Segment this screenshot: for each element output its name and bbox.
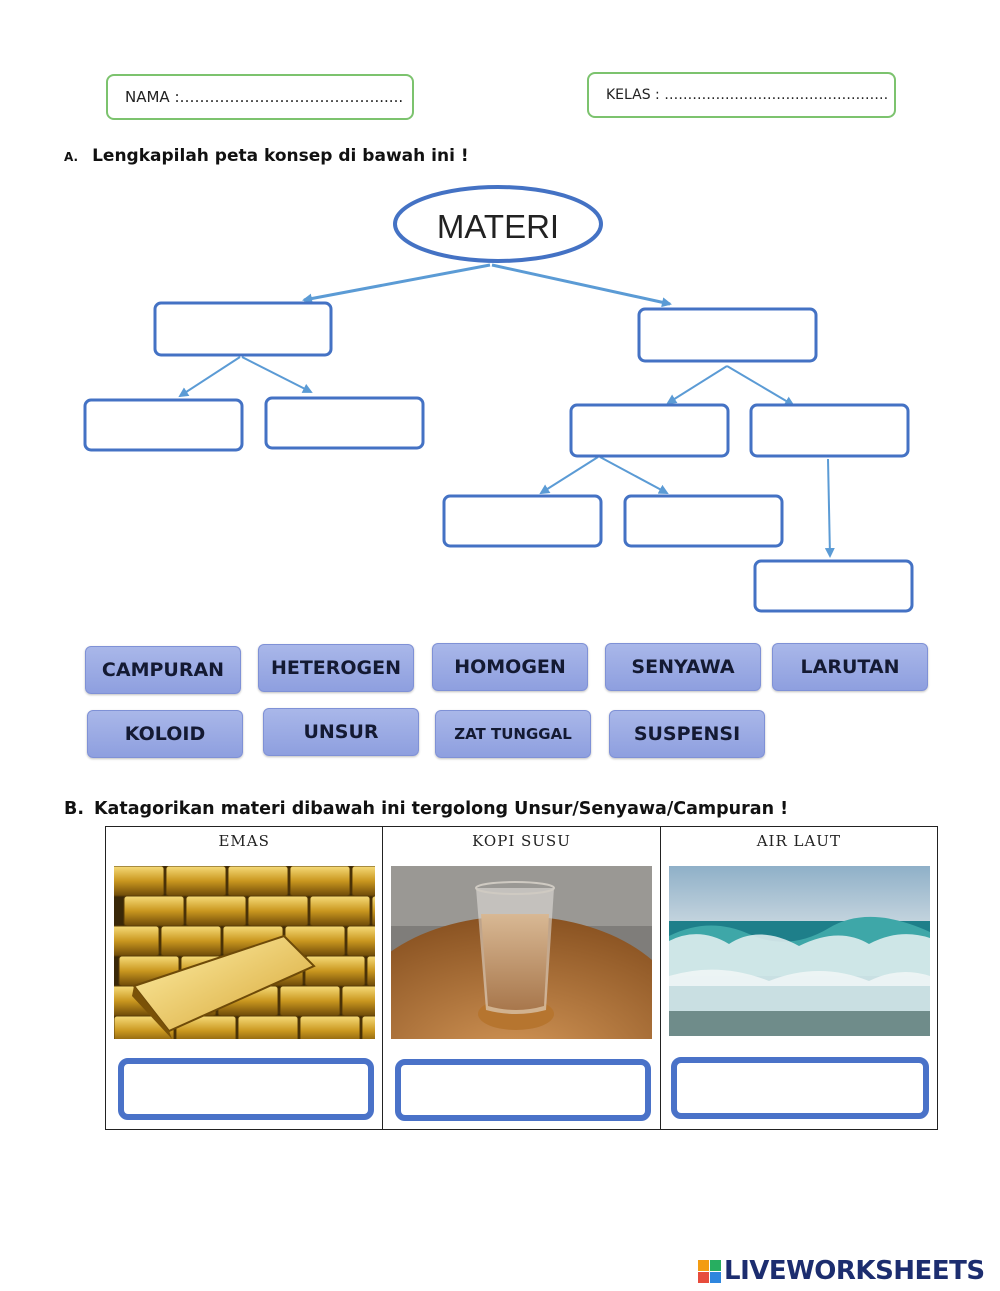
word-chip-zat-tunggal[interactable]: ZAT TUNGGAL	[435, 710, 591, 758]
section-a-instruction: Lengkapilah peta konsep di bawah ini !	[92, 146, 469, 166]
arrow-sub-b	[599, 456, 669, 494]
word-chip-suspensi[interactable]: SUSPENSI	[609, 710, 765, 758]
category-label: KOPI SUSU	[472, 832, 571, 850]
word-chip-homogen[interactable]: HOMOGEN	[432, 643, 588, 691]
answer-box-air-laut[interactable]	[670, 1057, 929, 1119]
section-b-instruction: Katagorikan materi dibawah ini tergolong…	[94, 799, 789, 819]
category-cell-emas: EMAS	[106, 827, 384, 1129]
section-b-title: B. Katagorikan materi dibawah ini tergolo…	[64, 799, 788, 819]
answer-box-kopi-susu[interactable]	[395, 1059, 652, 1121]
liveworksheets-brand: LIVEWORKSHEETS	[698, 1256, 985, 1286]
arrow-right-b	[726, 365, 795, 407]
name-field[interactable]: NAMA :…………………………………......	[106, 74, 414, 120]
arrow-right-a	[666, 365, 728, 405]
concept-box-sub-b[interactable]	[623, 494, 784, 548]
section-a-title: A. Lengkapilah peta konsep di bawah ini !	[64, 146, 469, 166]
category-cell-air-laut: AIR LAUT	[661, 827, 937, 1129]
arrow-left-b	[241, 356, 313, 393]
materi-node-label: MATERI	[437, 208, 559, 245]
word-chip-senyawa[interactable]: SENYAWA	[605, 643, 761, 691]
word-chip-campuran[interactable]: CAMPURAN	[85, 646, 241, 694]
gold-bars-image	[114, 866, 375, 1039]
word-chip-koloid[interactable]: KOLOID	[87, 710, 243, 758]
concept-box-right-a[interactable]	[569, 403, 730, 458]
arrow-materi-right	[491, 263, 672, 308]
word-chip-larutan[interactable]: LARUTAN	[772, 643, 928, 691]
category-label: EMAS	[218, 832, 270, 850]
class-field[interactable]: KELAS : …………………………………………	[587, 72, 896, 118]
concept-map: MATERI	[83, 185, 914, 613]
milk-coffee-image	[391, 866, 653, 1039]
arrow-left-a	[178, 356, 241, 398]
arrow-materi-left	[302, 263, 491, 304]
word-chip-unsur[interactable]: UNSUR	[263, 708, 419, 756]
concept-box-left[interactable]	[153, 301, 333, 357]
brand-text: LIVEWORKSHEETS	[724, 1256, 985, 1286]
concept-box-right[interactable]	[637, 307, 818, 363]
section-b-letter: B.	[64, 799, 84, 819]
sea-waves-image	[668, 866, 930, 1036]
concept-box-sub-c[interactable]	[753, 559, 914, 613]
arrow-sub-a	[539, 456, 599, 495]
category-label: AIR LAUT	[756, 832, 841, 850]
category-cell-kopi-susu: KOPI SUSU	[383, 827, 661, 1129]
concept-box-left-a[interactable]	[83, 398, 244, 452]
answer-box-emas[interactable]	[118, 1058, 374, 1120]
categorize-table: EMAS	[105, 826, 938, 1130]
liveworksheets-logo-icon	[698, 1259, 721, 1283]
concept-box-sub-a[interactable]	[442, 494, 603, 548]
concept-box-right-b[interactable]	[749, 403, 910, 458]
arrow-sub-c	[824, 458, 835, 558]
section-a-letter: A.	[64, 150, 79, 164]
materi-node	[393, 185, 603, 263]
word-chip-heterogen[interactable]: HETEROGEN	[258, 644, 414, 692]
concept-box-left-b[interactable]	[264, 396, 425, 450]
